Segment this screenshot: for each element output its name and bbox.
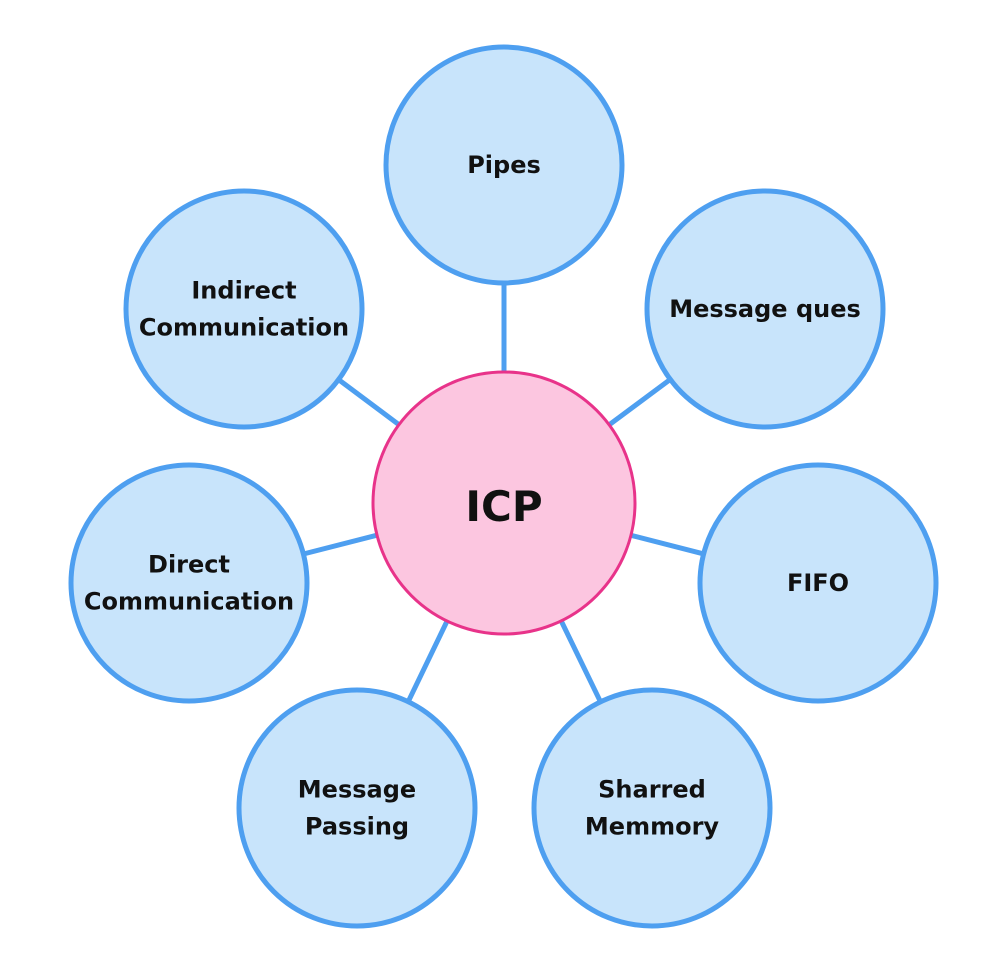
center-circle [371,370,637,636]
node-label-sharred-memmory-line-1: Sharred [598,776,706,804]
node-message-ques: Message ques [644,188,886,430]
connector-message-passing [405,619,450,703]
node-label-indirect-communication-line-2: Communication [139,314,349,342]
connector-lines [302,283,705,703]
node-circle-fifo [697,462,939,704]
node-label-message-passing-line-1: Message [298,776,416,804]
node-label-pipes: Pipes [467,151,541,179]
node-circle-pipes [383,44,625,286]
node-circle-indirect-communication [123,188,365,430]
connector-indirect-communication [337,377,401,427]
node-pipes: Pipes [383,44,625,286]
node-circle-message-ques [644,188,886,430]
node-circle-sharred-memmory [531,687,773,929]
node-circle-direct-communication [68,462,310,704]
node-circle-message-passing [236,687,478,929]
node-label-direct-communication-line-1: Direct [148,551,230,579]
node-label-direct-communication-line-2: Communication [84,588,294,616]
connector-direct-communication [302,532,378,557]
node-label-message-ques: Message ques [669,295,861,323]
connector-message-ques [607,377,672,427]
node-label-message-passing-line-2: Passing [305,813,409,841]
connector-fifo [630,532,705,557]
center-node-icp: ICP [371,370,637,636]
node-label-sharred-memmory-line-2: Memmory [585,813,720,841]
node-label-fifo: FIFO [787,569,849,597]
connector-sharred-memmory [558,619,603,703]
node-label-indirect-communication-line-1: Indirect [191,277,296,305]
center-label: ICP [465,482,542,531]
node-fifo: FIFO [697,462,939,704]
